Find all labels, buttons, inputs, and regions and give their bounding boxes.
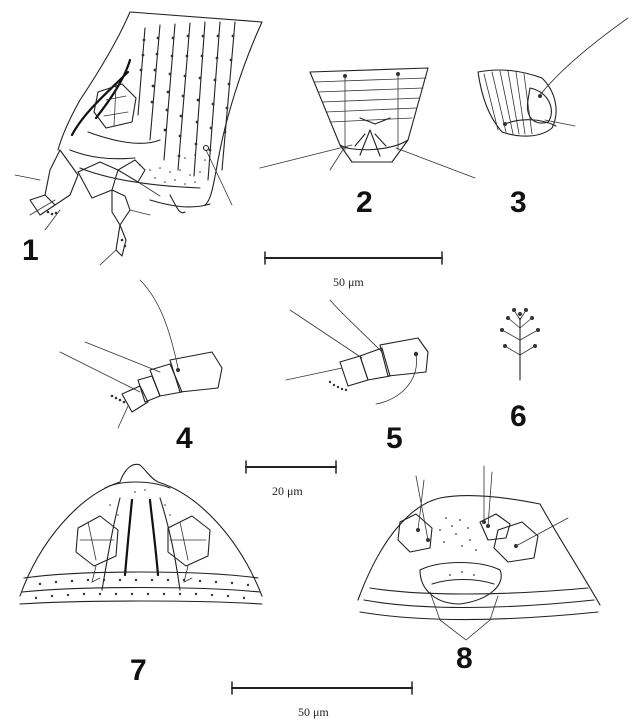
figure-label-8: 8 [456, 642, 473, 675]
figure-5-antenna: 5 [285, 299, 429, 455]
figure-2-dorsal-segment: 2 [259, 67, 476, 219]
figure-6-branched-seta: 6 [500, 308, 540, 433]
figure-label-1: 1 [22, 234, 39, 267]
scale-bar-middle: 20 μm [245, 460, 337, 498]
figure-label-7: 7 [130, 654, 147, 687]
scale-bar-top: 50 μm [264, 251, 443, 289]
figure-label-3: 3 [510, 186, 527, 219]
scale-label-middle: 20 μm [272, 484, 303, 498]
figure-7-head-ventral: 7 [19, 463, 263, 687]
figure-label-2: 2 [356, 186, 373, 219]
figure-label-6: 6 [510, 400, 527, 433]
figure-label-5: 5 [386, 422, 403, 455]
scale-label-top: 50 μm [333, 275, 364, 289]
scale-label-bottom: 50 μm [298, 705, 329, 719]
figure-8-head-dorsal: 8 [357, 465, 601, 675]
figure-3-lateral-segment: 3 [477, 17, 629, 219]
scale-bar-bottom: 50 μm [231, 681, 413, 719]
figure-1-lateral-view: 1 [14, 11, 263, 267]
figure-label-4: 4 [176, 422, 193, 455]
figure-4-antenna: 4 [59, 279, 223, 455]
